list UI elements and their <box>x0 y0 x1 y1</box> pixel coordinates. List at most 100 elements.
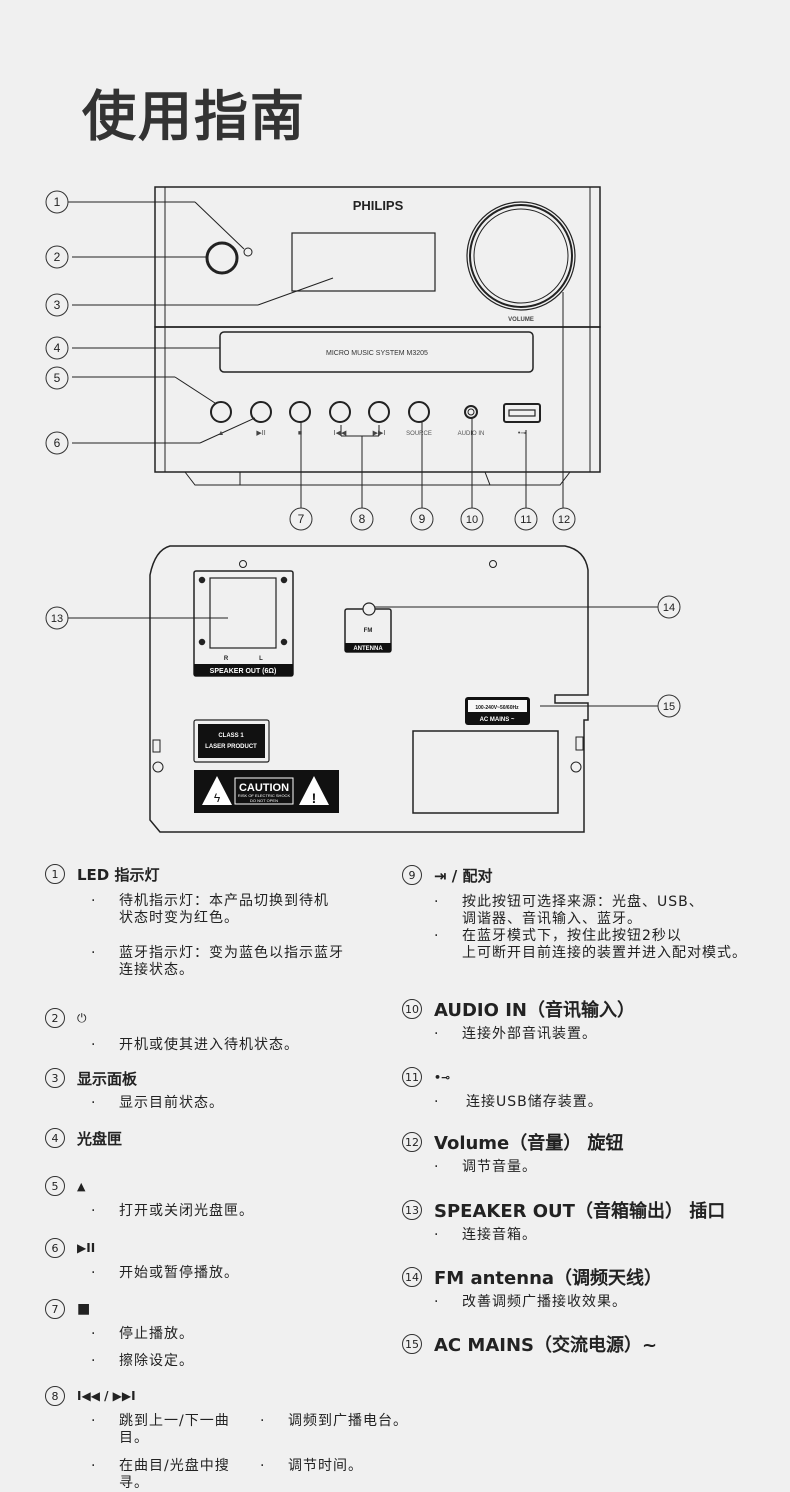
item-number: 5 <box>45 1176 65 1196</box>
speaker-out-terminal <box>193 570 294 677</box>
svg-text:7: 7 <box>298 512 305 526</box>
brand-logo: PHILIPS <box>353 198 404 213</box>
exclamation-warning-icon <box>299 776 329 805</box>
callout-15: 15 <box>657 694 681 718</box>
item-bullet: 调节时间。 <box>288 1458 363 1474</box>
item-title: FM antenna（调频天线） <box>434 1268 663 1289</box>
play-pause-label: ▶II <box>256 430 265 437</box>
ac-voltage-label: 100-240V~50/60Hz <box>475 705 519 711</box>
eject-icon: ▲ <box>77 1179 86 1193</box>
callout-7: 7 <box>289 507 313 531</box>
item-number: 11 <box>402 1067 422 1087</box>
item-title: AC MAINS（交流电源）~ <box>434 1335 658 1356</box>
callout-3: 3 <box>45 293 69 317</box>
svg-text:6: 6 <box>54 436 61 450</box>
item-title: Volume（音量） 旋钮 <box>434 1133 624 1154</box>
eject-button <box>210 401 232 423</box>
desc-item-6: 6▶II ·开始或暂停播放。 <box>45 1237 239 1282</box>
item-bullet: 显示目前状态。 <box>119 1095 224 1111</box>
item-title: 光盘匣 <box>77 1129 123 1148</box>
item-number: 14 <box>402 1267 422 1287</box>
item-bullet: 蓝牙指示灯：变为蓝色以指示蓝牙 连接状态。 <box>119 945 344 978</box>
svg-text:3: 3 <box>54 298 61 312</box>
svg-text:15: 15 <box>663 701 675 713</box>
usb-label: •⊸ <box>518 430 526 437</box>
prev-button <box>329 401 351 423</box>
desc-item-5: 5▲ ·打开或关闭光盘匣。 <box>45 1175 254 1220</box>
source-button <box>408 401 430 423</box>
item-bullet: 按此按钮可选择来源：光盘、USB、 调谐器、音讯输入、蓝牙。 <box>462 894 704 927</box>
next-label: ▶▶I <box>373 430 386 437</box>
usb-port <box>503 403 541 423</box>
caution-line-1: RISK OF ELECTRIC SHOCK <box>238 793 291 798</box>
skip-icons: I◀◀ / ▶▶I <box>77 1389 136 1403</box>
svg-text:ϟ: ϟ <box>214 791 221 805</box>
desc-item-2: 2⏻ ·开机或使其进入待机状态。 <box>45 1007 299 1054</box>
item-bullet: 开机或使其进入待机状态。 <box>119 1037 299 1053</box>
ac-mains-label: AC MAINS ~ <box>480 717 515 723</box>
item-number: 8 <box>45 1386 65 1406</box>
item-title: SPEAKER OUT（音箱输出） 插口 <box>434 1201 726 1222</box>
caution-line-2: DO NOT OPEN <box>250 798 278 803</box>
callout-11: 11 <box>514 507 538 531</box>
item-title: LED 指示灯 <box>77 865 160 884</box>
callout-2: 2 <box>45 245 69 269</box>
desc-item-11: 11•⊸ ·连接USB储存装置。 <box>402 1066 603 1111</box>
item-number: 7 <box>45 1299 65 1319</box>
callout-5: 5 <box>45 366 69 390</box>
svg-text:14: 14 <box>663 602 675 614</box>
desc-item-7: 7■ ·停止播放。 ·擦除设定。 <box>45 1298 194 1370</box>
device-diagram: PHILIPS VOLUME MICRO MUSIC SYSTEM M3205 … <box>45 186 681 833</box>
volume-knob <box>466 201 576 311</box>
eject-label: ▲ <box>218 430 225 437</box>
back-panel-body <box>149 545 589 833</box>
electric-warning-icon <box>202 776 232 805</box>
item-number: 15 <box>402 1334 422 1354</box>
callout-12: 12 <box>552 507 576 531</box>
antenna-fm-label: FM <box>364 628 373 634</box>
item-number: 10 <box>402 999 422 1019</box>
item-bullet: 调频到广播电台。 <box>288 1413 408 1429</box>
item-bullet: 打开或关闭光盘匣。 <box>119 1203 254 1219</box>
item-title: AUDIO IN（音讯输入） <box>434 1000 635 1021</box>
speaker-l-label: L <box>259 656 263 662</box>
laser-label <box>198 724 265 758</box>
item-bullet: 连接音箱。 <box>462 1227 537 1243</box>
item-number: 2 <box>45 1008 65 1028</box>
caution-title: CAUTION <box>239 782 289 794</box>
desc-item-15: 15 AC MAINS（交流电源）~ <box>402 1333 658 1356</box>
item-number: 6 <box>45 1238 65 1258</box>
audio-in-jack <box>464 405 478 419</box>
item-number: 13 <box>402 1200 422 1220</box>
svg-text:5: 5 <box>54 371 61 385</box>
source-label: SOURCE <box>406 431 432 437</box>
callout-9: 9 <box>410 507 434 531</box>
svg-text:8: 8 <box>359 512 366 526</box>
callout-14: 14 <box>657 595 681 619</box>
next-button <box>368 401 390 423</box>
desc-item-4: 4 光盘匣 <box>45 1127 122 1149</box>
power-icon: ⏻ <box>77 1010 87 1025</box>
ac-socket-area <box>412 730 559 814</box>
item-title: 显示面板 <box>77 1069 138 1088</box>
stop-icon: ■ <box>77 1301 91 1317</box>
callout-10: 10 <box>460 507 484 531</box>
play-pause-icon: ▶II <box>77 1241 96 1255</box>
speaker-label-strip <box>194 664 293 676</box>
svg-text:13: 13 <box>51 613 63 625</box>
tray-label: MICRO MUSIC SYSTEM M3205 <box>326 350 428 357</box>
item-bullet: 连接USB储存装置。 <box>466 1094 603 1110</box>
led-indicator <box>243 247 253 257</box>
prev-label: I◀◀ <box>334 430 347 437</box>
item-bullet: 改善调频广播接收效果。 <box>462 1294 627 1310</box>
svg-text:12: 12 <box>558 514 570 526</box>
item-number: 4 <box>45 1128 65 1148</box>
volume-label: VOLUME <box>508 317 534 323</box>
laser-line-2: LASER PRODUCT <box>205 744 257 750</box>
